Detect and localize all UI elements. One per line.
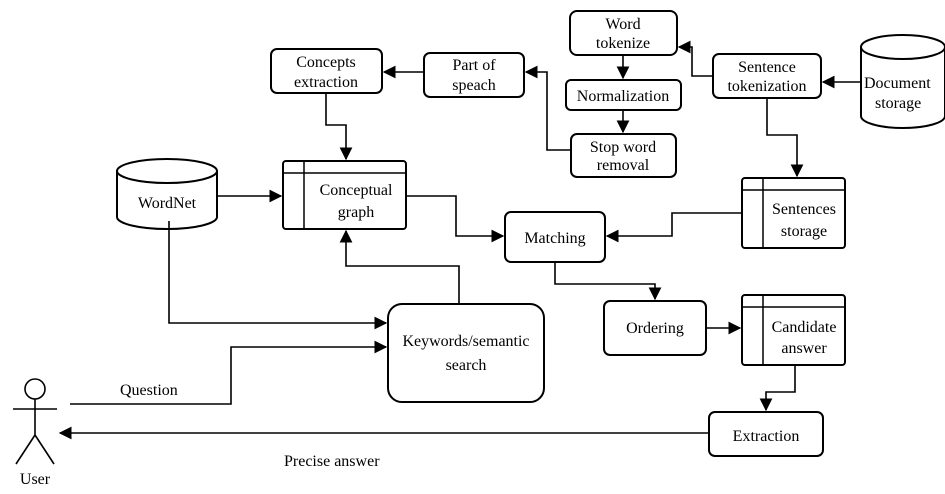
node-word-tokenize-line1: Word <box>605 16 640 33</box>
node-stop-word-removal-line2: removal <box>597 157 650 174</box>
node-document-storage-line1: Document <box>864 75 931 92</box>
node-conceptual-graph: Conceptual graph <box>282 160 407 230</box>
node-candidate-answer: Candidate answer <box>741 294 846 366</box>
node-sentence-tokenization-line2: tokenization <box>727 78 806 95</box>
node-part-of-speach-line1: Part of <box>452 57 496 74</box>
edge-keywords-search-to-conceptual-graph <box>339 229 460 304</box>
node-normalization-label: Normalization <box>577 88 669 105</box>
edge-sentence-tokenization-to-word-tokenize <box>677 40 713 77</box>
node-stop-word-removal-line1: Stop word <box>590 139 656 156</box>
node-sentences-storage: Sentences storage <box>741 177 846 249</box>
node-sentence-tokenization-line1: Sentence <box>738 59 796 76</box>
edge-sentences-storage-to-matching <box>605 212 742 243</box>
edge-wordnet-to-keywords-search <box>168 221 388 330</box>
user-stick-figure-icon <box>13 378 57 465</box>
edge-label-precise-answer: Precise answer <box>284 453 380 470</box>
edge-sentence-tokenization-to-sentences-storage <box>766 98 804 178</box>
node-part-of-speach-line2: speach <box>452 77 496 94</box>
node-candidate-answer-line2: answer <box>781 340 827 357</box>
node-extraction: Extraction <box>708 411 824 457</box>
node-conceptual-graph-line1: Conceptual <box>320 182 393 199</box>
node-concepts-extraction: Concepts extraction <box>270 48 383 94</box>
node-keywords-semantic-search: Keywords/semantic search <box>387 303 545 403</box>
node-part-of-speach: Part of speach <box>423 52 525 98</box>
node-matching: Matching <box>504 211 606 263</box>
node-user-label: User <box>20 471 51 488</box>
node-normalization: Normalization <box>565 79 682 111</box>
node-user: User <box>13 378 57 488</box>
node-sentences-storage-line2: storage <box>781 223 827 240</box>
node-concepts-extraction-line2: extraction <box>294 74 358 91</box>
node-extraction-label: Extraction <box>733 428 800 445</box>
edge-user-to-keywords-search <box>70 340 388 405</box>
edge-stop-word-to-part-of-speach <box>524 65 571 151</box>
node-matching-label: Matching <box>524 230 585 247</box>
node-stop-word-removal: Stop word removal <box>570 133 677 178</box>
node-candidate-answer-line1: Candidate <box>772 319 837 336</box>
edge-candidate-answer-to-extraction <box>759 365 796 412</box>
node-ordering: Ordering <box>603 300 707 356</box>
edges <box>58 40 861 440</box>
edge-concepts-extraction-to-conceptual-graph <box>325 93 353 161</box>
node-document-storage: Document storage <box>860 34 945 129</box>
node-ordering-label: Ordering <box>626 320 684 337</box>
node-wordnet-label: WordNet <box>138 195 197 212</box>
node-keywords-semantic-search-line1: Keywords/semantic <box>402 333 529 350</box>
edge-matching-to-ordering <box>554 262 662 301</box>
node-document-storage-line2: storage <box>875 95 921 112</box>
node-sentence-tokenization: Sentence tokenization <box>712 53 822 99</box>
edge-label-question: Question <box>120 382 178 399</box>
node-wordnet: WordNet <box>116 158 218 230</box>
node-word-tokenize: Word tokenize <box>569 10 678 56</box>
node-concepts-extraction-line1: Concepts <box>296 54 356 71</box>
node-keywords-semantic-search-line2: search <box>446 357 487 374</box>
node-sentences-storage-line1: Sentences <box>772 201 836 218</box>
node-word-tokenize-line2: tokenize <box>596 35 650 52</box>
node-conceptual-graph-line2: graph <box>338 204 374 221</box>
edge-conceptual-graph-to-matching <box>406 195 505 243</box>
